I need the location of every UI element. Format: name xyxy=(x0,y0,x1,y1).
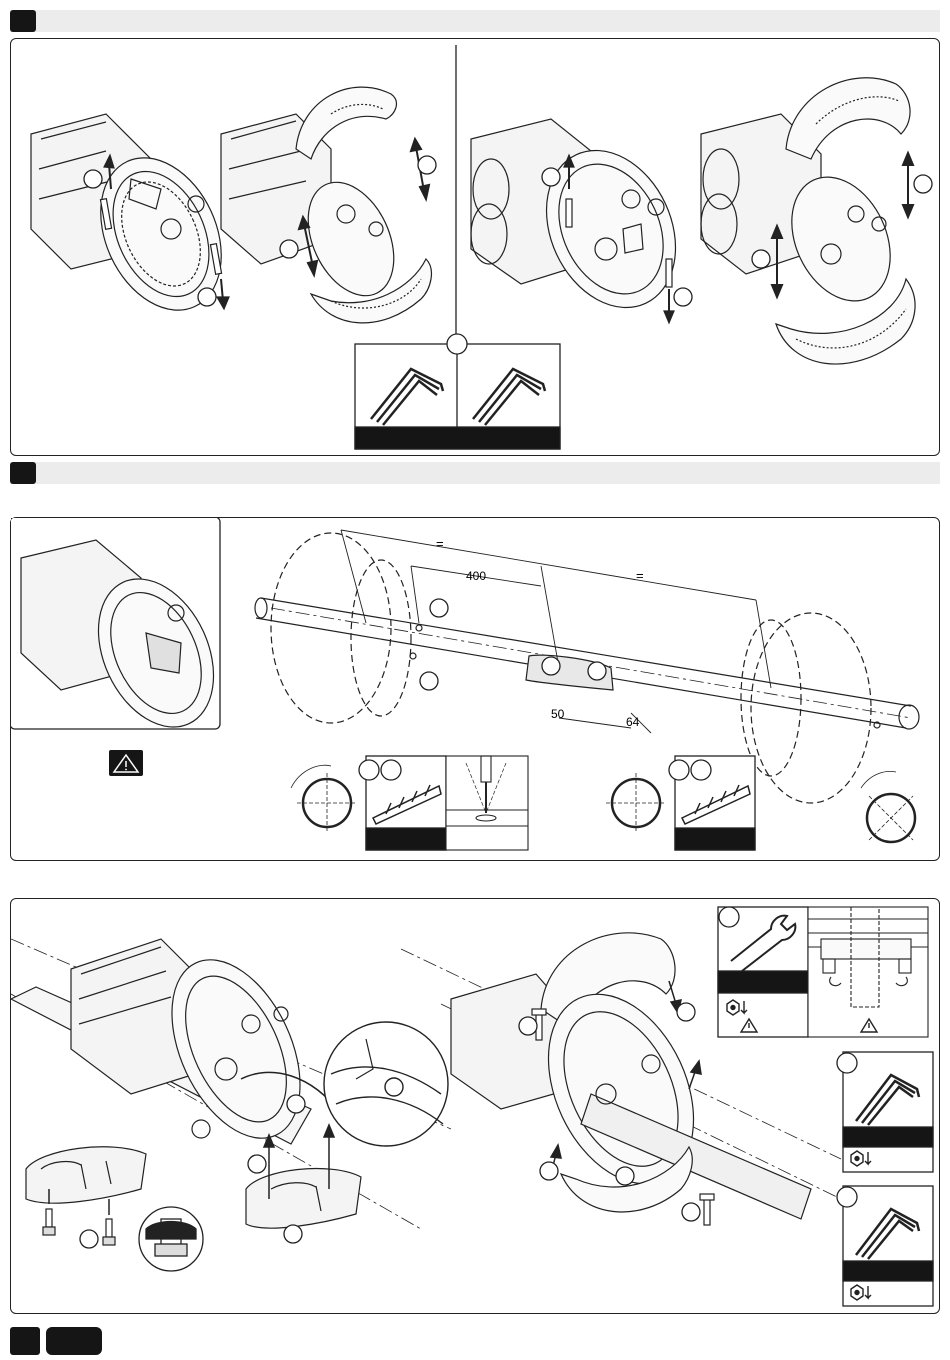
motor-d-illustration xyxy=(701,78,915,364)
section-3-panel xyxy=(10,898,940,1314)
clamp-center xyxy=(246,1168,361,1228)
dimension-equal-right: = xyxy=(636,568,644,583)
drill-detail-box xyxy=(446,756,528,850)
dimension-equal-left: = xyxy=(436,536,444,551)
callout-right-5 xyxy=(682,1203,700,1221)
tighten-nut-icon-1 xyxy=(727,1000,747,1015)
callout-left-1 xyxy=(287,1095,305,1113)
callout-allen-2 xyxy=(837,1053,857,1073)
screw-c2 xyxy=(664,259,674,323)
clamp-left xyxy=(26,1147,146,1203)
section-3-illustration xyxy=(11,899,938,1312)
callout-allen-3 xyxy=(837,1187,857,1207)
dimension-400: 400 xyxy=(466,569,486,583)
callout-hole-2 xyxy=(420,672,438,690)
callout-right-4 xyxy=(616,1167,634,1185)
section-2-illustration: = 400 = 50 64 xyxy=(11,518,938,859)
drill-tool-box-1 xyxy=(359,756,446,850)
callout-c1 xyxy=(542,168,560,186)
roller-right-outer xyxy=(751,613,871,803)
motor-c-illustration xyxy=(471,119,700,329)
section-1-panel xyxy=(10,38,940,456)
callout-drill-2a xyxy=(669,760,689,780)
drill-tool-box-2 xyxy=(669,756,755,850)
screw-right-bottom xyxy=(700,1194,714,1225)
callout-b1 xyxy=(418,156,436,174)
tube-section-3 xyxy=(861,771,915,842)
footer-page-tag xyxy=(10,1327,40,1355)
warning-triangle-icon xyxy=(109,750,143,776)
callout-bracket-2 xyxy=(588,662,606,680)
callout-right-2 xyxy=(677,1003,695,1021)
callout-bolts-left xyxy=(80,1230,98,1248)
callout-drill-1a xyxy=(359,760,379,780)
callout-bracket-1 xyxy=(542,657,560,675)
bolt-detail-circle xyxy=(139,1207,203,1271)
callout-drill-2b xyxy=(691,760,711,780)
technical-detail-box xyxy=(808,907,928,1037)
callout-b2 xyxy=(280,240,298,258)
footer-language-tag xyxy=(46,1327,102,1355)
callout-drill-1b xyxy=(381,760,401,780)
roller-left-inner xyxy=(351,560,411,716)
callout-d1 xyxy=(914,175,932,193)
callout-wrench xyxy=(719,907,739,927)
callout-a2 xyxy=(198,288,216,306)
callout-a1 xyxy=(84,170,102,188)
tighten-nut-icon-3 xyxy=(851,1285,871,1300)
wrench-tool-box xyxy=(718,907,808,1037)
section-1-number-tag xyxy=(10,10,36,32)
allen-key-tool-box xyxy=(355,334,560,449)
callout-clamp-1 xyxy=(248,1155,266,1173)
roller-right-inner xyxy=(741,620,801,776)
section-2-number-tag xyxy=(10,462,36,484)
tighten-nut-icon-2 xyxy=(851,1151,871,1166)
tube-section-2 xyxy=(606,773,666,833)
callout-d2 xyxy=(752,250,770,268)
bolt-left-2 xyxy=(103,1199,115,1245)
section-2-header-bar xyxy=(10,462,940,484)
roller-left-outer xyxy=(271,533,391,723)
callout-right-3 xyxy=(540,1162,558,1180)
allen-key-tool-box-3 xyxy=(837,1186,933,1306)
section-1-header-bar xyxy=(10,10,940,32)
tube-section-1 xyxy=(291,765,357,833)
detail-magnifier xyxy=(324,1022,448,1146)
tube-drawing xyxy=(255,533,919,803)
callout-hole-1 xyxy=(430,599,448,617)
dimension-64: 64 xyxy=(626,715,640,729)
section-1-illustration xyxy=(11,39,938,454)
section-2-panel: = 400 = 50 64 xyxy=(10,517,940,861)
callout-clamp-2 xyxy=(284,1225,302,1243)
dimension-50: 50 xyxy=(551,707,565,721)
callout-magnifier xyxy=(385,1078,403,1096)
motor-assembly-left xyxy=(11,939,326,1158)
callout-tools xyxy=(447,334,467,354)
arrow-d-top xyxy=(903,153,913,217)
allen-key-tool-box-2 xyxy=(837,1052,933,1172)
callout-c2 xyxy=(674,288,692,306)
callout-right-1 xyxy=(519,1017,537,1035)
motor-b-illustration xyxy=(221,87,431,323)
